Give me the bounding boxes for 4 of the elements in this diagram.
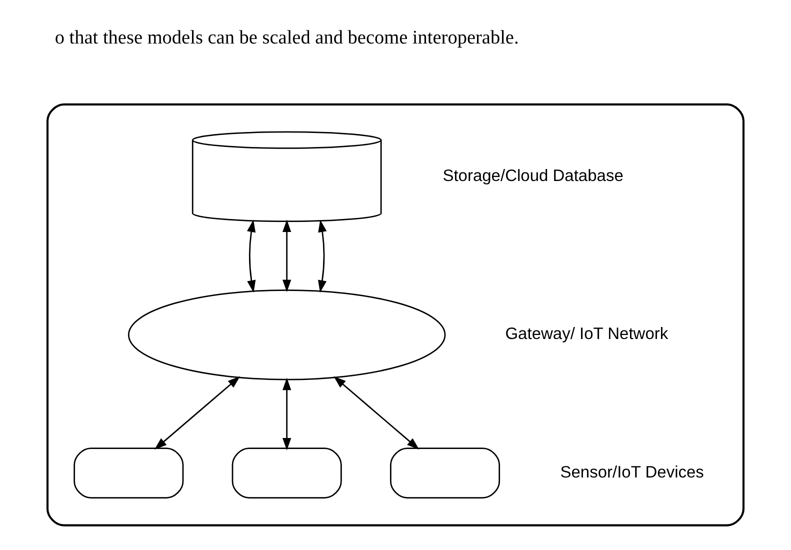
label: Sensor/IoT Devices — [560, 463, 704, 482]
label: Gateway/ IoT Network — [505, 325, 668, 344]
label: Storage/Cloud Database — [442, 166, 624, 185]
label: o that these models can be scaled and become interoperable. — [54, 28, 519, 49]
